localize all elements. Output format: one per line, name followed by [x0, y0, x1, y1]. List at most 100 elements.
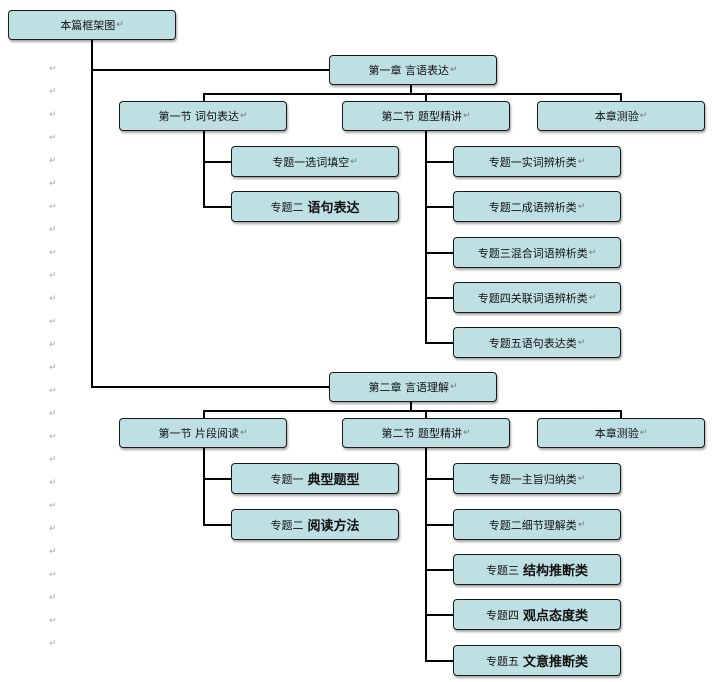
topic-connector	[425, 297, 454, 299]
root-box: 本篇框架图↵	[8, 10, 176, 40]
chapter1-section2-box-label: 第二节 题型精讲	[381, 110, 462, 123]
chapter2-section1-box-label: 第一节 片段阅读	[158, 427, 239, 440]
topic-connector	[425, 569, 454, 571]
return-mark: ↵	[116, 20, 124, 30]
chapter2-s2-topic-3: 专题三结构推断类	[453, 554, 621, 585]
topic-connector	[425, 524, 454, 526]
chapter2-drop-s1	[203, 410, 205, 418]
topic-name: 文意推断类	[522, 655, 588, 670]
chapter1-s1-topic-2: 专题二语句表达	[231, 191, 399, 222]
chapter1-s2-spine	[425, 131, 427, 343]
chapter2-test-box: 本章测验↵	[537, 418, 705, 448]
chapter2-s2-topic-5: 专题五文意推断类	[453, 645, 621, 676]
chapter2-section2-box-label: 第二节 题型精讲	[381, 427, 462, 440]
topic-prefix: 专题五	[488, 336, 522, 350]
return-mark: ↵	[577, 337, 586, 348]
chapter2-s2-topic-1: 专题一 主旨归纳类↵	[453, 463, 621, 494]
chapter1-s2-topic-1: 专题一 实词辨析类↵	[453, 146, 621, 177]
topic-name: 语句表达类	[521, 336, 577, 350]
chapter2-s1-spine	[203, 448, 205, 525]
chapter1-drop-s2	[425, 93, 427, 101]
return-mark: ↵	[639, 428, 648, 438]
margin-paragraph-marks: ↵↵↵↵↵↵↵↵↵↵↵↵↵↵↵↵↵↵↵↵↵↵↵↵↵↵	[49, 64, 57, 649]
chapter2-title-box-label: 第二章 言语理解	[368, 381, 449, 394]
chapter1-s1-spine	[203, 131, 205, 207]
topic-name: 实词辨析类	[521, 155, 577, 169]
chapter2-s1-topic-2: 专题二阅读方法	[231, 509, 399, 540]
topic-connector	[425, 660, 454, 662]
topic-name: 成语辨析类	[521, 200, 577, 214]
chapter1-branch-bus	[203, 93, 622, 95]
return-mark: ↵	[577, 473, 586, 484]
topic-connector	[203, 524, 232, 526]
chapter1-drop-test	[620, 93, 622, 101]
chapter2-section1-box: 第一节 片段阅读↵	[119, 418, 287, 448]
chapter2-section2-box: 第二节 题型精讲↵	[342, 418, 510, 448]
topic-prefix: 专题二	[488, 200, 522, 214]
return-mark: ↵	[350, 156, 358, 167]
topic-connector	[425, 252, 454, 254]
topic-connector	[425, 478, 454, 480]
topic-connector	[425, 206, 454, 208]
topic-name: 关联词语辨析类	[510, 291, 588, 305]
topic-name: 语句表达	[307, 201, 360, 216]
topic-name: 选词填空	[305, 155, 350, 169]
chapter1-s2-topic-2: 专题二 成语辨析类↵	[453, 191, 621, 222]
chapter2-link-line	[91, 386, 330, 388]
chapter1-link-line	[91, 69, 330, 71]
chapter2-s1-topic-1: 专题一典型题型	[231, 463, 399, 494]
chapter1-s2-topic-5: 专题五 语句表达类↵	[453, 327, 621, 358]
return-mark: ↵	[588, 292, 597, 303]
chapter2-stem-line	[410, 402, 412, 410]
topic-prefix: 专题一	[488, 155, 522, 169]
topic-prefix: 专题五	[485, 654, 519, 668]
chapter2-branch-bus	[203, 410, 622, 412]
chapter1-section1-box-label: 第一节 词句表达	[158, 110, 239, 123]
return-mark: ↵	[639, 111, 648, 121]
topic-name: 观点态度类	[522, 609, 588, 624]
topic-connector	[425, 342, 454, 344]
chapter2-s2-topic-2: 专题二 细节理解类↵	[453, 509, 621, 540]
topic-prefix: 专题二	[270, 200, 304, 214]
topic-connector	[203, 161, 232, 163]
chapter2-s2-spine	[425, 448, 427, 661]
chapter1-drop-s1	[203, 93, 205, 101]
topic-prefix: 专题三	[485, 563, 519, 577]
return-mark: ↵	[239, 111, 248, 121]
chapter1-s2-topic-3: 专题三 混合词语辨析类↵	[453, 237, 621, 268]
chapter2-s2-topic-4: 专题四观点态度类	[453, 599, 621, 630]
chapter1-test-box: 本章测验↵	[537, 101, 705, 131]
return-mark: ↵	[577, 156, 586, 167]
topic-prefix: 专题一	[272, 155, 306, 169]
topic-prefix: 专题二	[270, 518, 304, 532]
topic-prefix: 专题三	[477, 246, 511, 260]
chapter1-s2-topic-4: 专题四 关联词语辨析类↵	[453, 282, 621, 313]
chapter2-test-box-label: 本章测验	[594, 427, 639, 440]
topic-name: 细节理解类	[521, 518, 577, 532]
return-mark: ↵	[462, 111, 471, 121]
root-box-label: 本篇框架图	[60, 19, 116, 32]
topic-connector	[203, 478, 232, 480]
return-mark: ↵	[449, 65, 458, 75]
return-mark: ↵	[462, 428, 471, 438]
return-mark: ↵	[577, 519, 586, 530]
topic-prefix: 专题一	[488, 472, 522, 486]
chapter1-test-box-label: 本章测验	[594, 110, 639, 123]
chapter2-drop-s2	[425, 410, 427, 418]
return-mark: ↵	[239, 428, 248, 438]
chapter1-s1-topic-1: 专题一 选词填空↵	[231, 146, 399, 177]
topic-prefix: 专题一	[270, 472, 304, 486]
chapter2-drop-test	[620, 410, 622, 418]
topic-prefix: 专题四	[485, 608, 519, 622]
root-trunk-line	[91, 40, 93, 388]
chapter2-title-box: 第二章 言语理解↵	[329, 372, 497, 402]
chapter1-title-box-label: 第一章 言语表达	[368, 64, 449, 77]
chapter1-section2-box: 第二节 题型精讲↵	[342, 101, 510, 131]
topic-prefix: 专题四	[477, 291, 511, 305]
chapter1-title-box: 第一章 言语表达↵	[329, 55, 497, 85]
topic-name: 典型题型	[307, 473, 360, 488]
topic-connector	[425, 161, 454, 163]
topic-name: 结构推断类	[522, 564, 588, 579]
return-mark: ↵	[577, 201, 586, 212]
topic-name: 混合词语辨析类	[510, 246, 588, 260]
